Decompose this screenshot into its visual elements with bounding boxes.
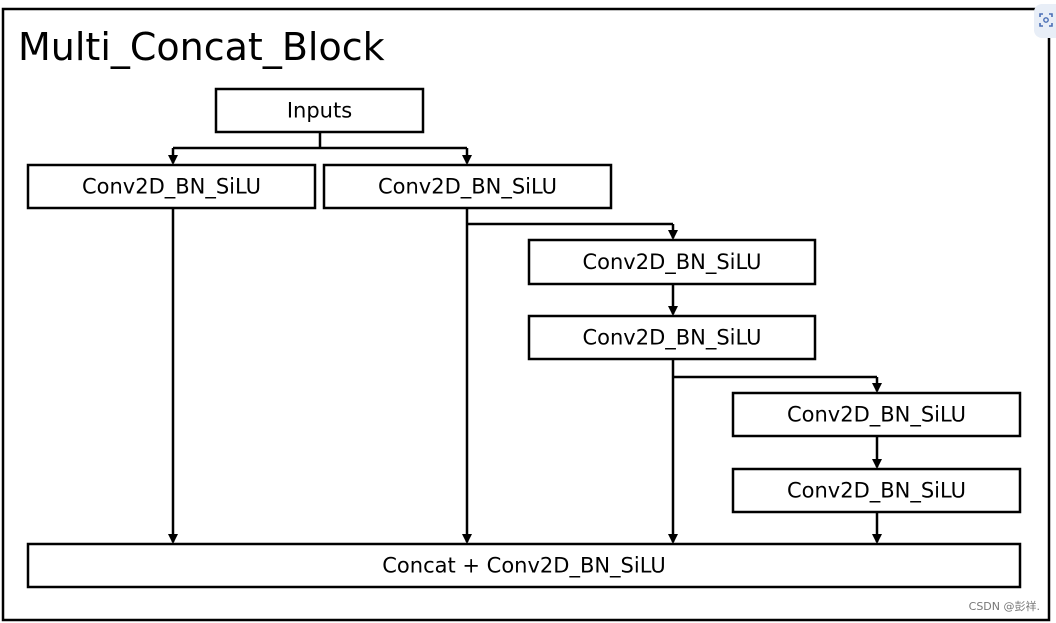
node-conv-a-label: Conv2D_BN_SiLU xyxy=(82,175,261,200)
capture-icon[interactable] xyxy=(1034,4,1056,38)
node-conv-d: Conv2D_BN_SiLU xyxy=(527,314,817,361)
diagram-frame xyxy=(1,7,1051,622)
node-conv-c: Conv2D_BN_SiLU xyxy=(527,238,817,286)
watermark: CSDN @彭祥. xyxy=(969,599,1040,613)
diagram-title: Multi_Concat_Block xyxy=(18,25,385,69)
capture-icon-glyph xyxy=(1039,13,1053,27)
node-conv-d-label: Conv2D_BN_SiLU xyxy=(582,326,761,351)
node-concat-label: Concat + Conv2D_BN_SiLU xyxy=(382,554,666,579)
node-conv-c-label: Conv2D_BN_SiLU xyxy=(582,250,761,275)
node-conv-b-label: Conv2D_BN_SiLU xyxy=(378,175,557,200)
edges xyxy=(168,132,882,544)
node-conv-a: Conv2D_BN_SiLU xyxy=(26,163,317,210)
node-conv-e-label: Conv2D_BN_SiLU xyxy=(787,403,966,428)
node-conv-f-label: Conv2D_BN_SiLU xyxy=(787,479,966,504)
node-concat: Concat + Conv2D_BN_SiLU xyxy=(26,542,1022,589)
node-conv-e: Conv2D_BN_SiLU xyxy=(731,391,1022,438)
node-inputs-label: Inputs xyxy=(287,99,352,123)
node-conv-f: Conv2D_BN_SiLU xyxy=(731,467,1022,514)
node-inputs: Inputs xyxy=(214,87,425,134)
node-conv-b: Conv2D_BN_SiLU xyxy=(322,163,613,210)
